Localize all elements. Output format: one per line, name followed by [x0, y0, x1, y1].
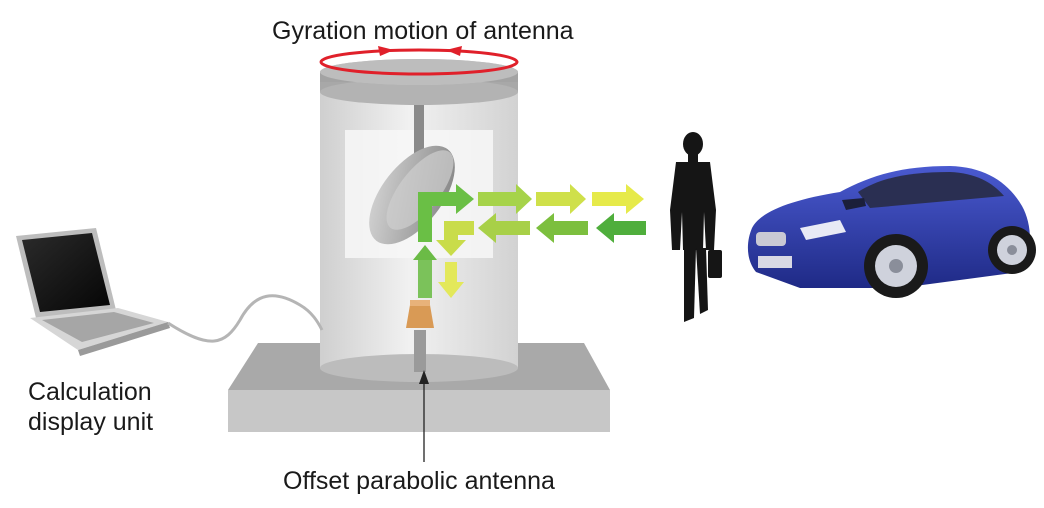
- offset-antenna-label: Offset parabolic antenna: [283, 467, 555, 495]
- signal-arrows: [413, 184, 646, 298]
- arrow-elbow-out-icon: [418, 184, 474, 242]
- arrow-right-icon: [592, 184, 644, 214]
- arrow-down-icon: [438, 262, 464, 298]
- gyration-label: Gyration motion of antenna: [272, 17, 574, 45]
- rotation-arrow-icon: [319, 46, 519, 76]
- arrow-left-icon: [478, 213, 530, 243]
- car-icon: [747, 166, 1036, 298]
- cable: [167, 294, 324, 343]
- calculation-label-line1: Calculation: [28, 378, 152, 406]
- arrow-elbow-in-icon: [436, 221, 474, 256]
- calculation-display-label: Calculation display unit: [28, 377, 153, 437]
- arrow-right-icon: [536, 184, 586, 214]
- offset-antenna-pointer: [419, 370, 429, 462]
- arrow-up-icon: [413, 245, 437, 298]
- calculation-label-line2: display unit: [28, 408, 154, 436]
- laptop-icon: [16, 228, 170, 356]
- feed-horn-icon: [406, 300, 434, 372]
- person-silhouette-icon: [670, 132, 722, 322]
- arrow-right-icon: [478, 184, 532, 214]
- arrow-left-icon: [596, 213, 646, 243]
- parabolic-dish: [369, 105, 455, 245]
- arrow-left-icon: [536, 213, 588, 243]
